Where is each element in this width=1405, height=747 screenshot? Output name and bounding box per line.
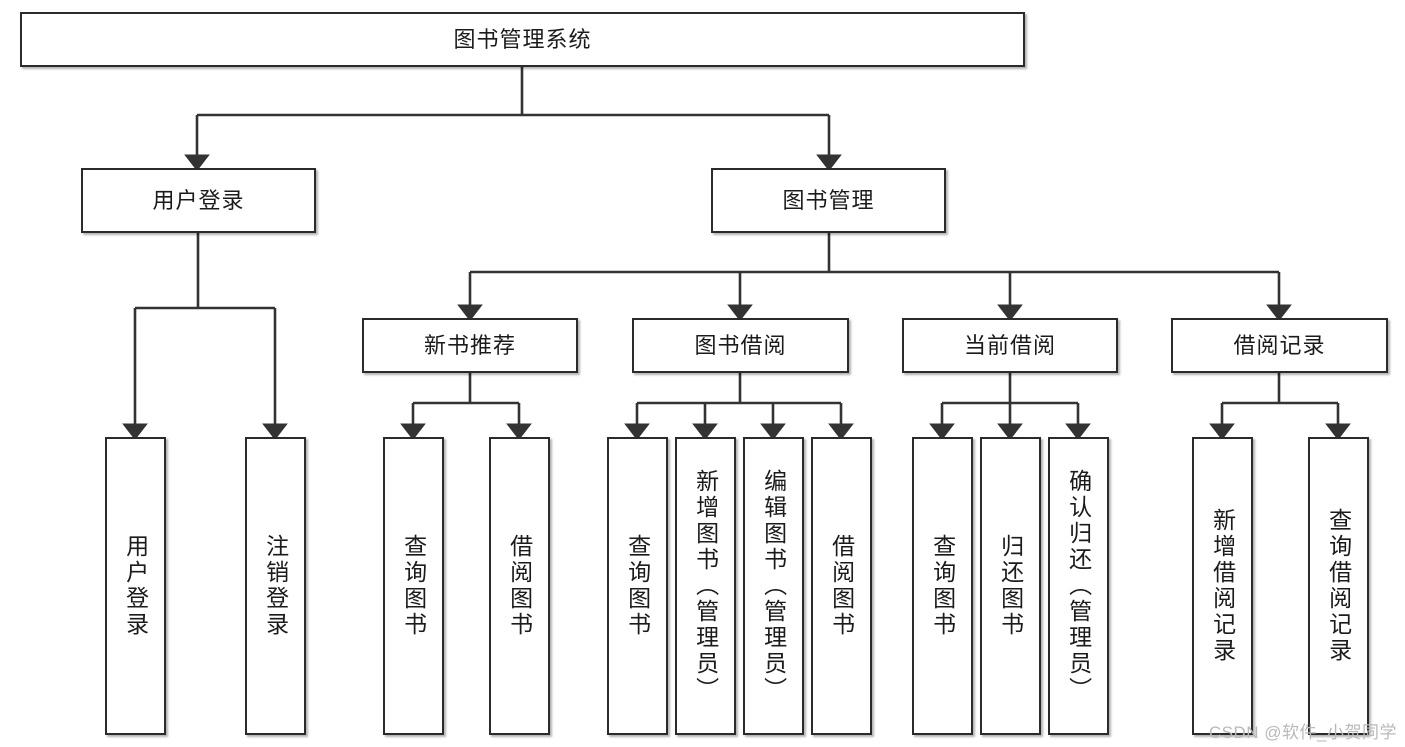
node-leaf-borrow-book-1[interactable]: 借阅图书 xyxy=(489,437,550,735)
node-leaf-confirm-return-admin-label: 确认归还（管理员） xyxy=(1065,469,1092,703)
node-leaf-add-borrow-record-label: 新增借阅记录 xyxy=(1209,508,1236,664)
node-leaf-logout-login[interactable]: 注销登录 xyxy=(245,437,306,735)
node-leaf-query-book-3-label: 查询图书 xyxy=(929,534,956,638)
node-leaf-return-book-label: 归还图书 xyxy=(997,534,1024,638)
node-leaf-add-book-admin[interactable]: 新增图书（管理员） xyxy=(675,437,736,735)
node-book-management[interactable]: 图书管理 xyxy=(711,168,946,233)
node-leaf-add-book-admin-label: 新增图书（管理员） xyxy=(692,469,719,703)
node-leaf-query-borrow-record-label: 查询借阅记录 xyxy=(1325,508,1352,664)
node-book-borrow[interactable]: 图书借阅 xyxy=(632,318,849,373)
node-book-borrow-label: 图书借阅 xyxy=(694,332,787,358)
node-root-label: 图书管理系统 xyxy=(453,26,592,52)
node-leaf-query-book-2[interactable]: 查询图书 xyxy=(607,437,668,735)
node-leaf-edit-book-admin[interactable]: 编辑图书（管理员） xyxy=(743,437,804,735)
node-leaf-borrow-book-1-label: 借阅图书 xyxy=(506,534,533,638)
node-leaf-query-book-3[interactable]: 查询图书 xyxy=(912,437,973,735)
node-root[interactable]: 图书管理系统 xyxy=(20,12,1025,67)
node-leaf-borrow-book-2[interactable]: 借阅图书 xyxy=(811,437,872,735)
node-leaf-query-book-1[interactable]: 查询图书 xyxy=(383,437,444,735)
node-new-book-recommend-label: 新书推荐 xyxy=(423,332,516,358)
node-leaf-edit-book-admin-label: 编辑图书（管理员） xyxy=(760,469,787,703)
node-user-login-label: 用户登录 xyxy=(152,187,245,213)
node-leaf-user-login-label: 用户登录 xyxy=(122,534,149,638)
node-leaf-return-book[interactable]: 归还图书 xyxy=(980,437,1041,735)
node-user-login[interactable]: 用户登录 xyxy=(81,168,316,233)
node-book-management-label: 图书管理 xyxy=(782,187,875,213)
node-leaf-query-book-1-label: 查询图书 xyxy=(400,534,427,638)
node-leaf-query-borrow-record[interactable]: 查询借阅记录 xyxy=(1308,437,1369,735)
node-leaf-query-book-2-label: 查询图书 xyxy=(624,534,651,638)
node-borrow-record[interactable]: 借阅记录 xyxy=(1171,318,1388,373)
node-current-borrow[interactable]: 当前借阅 xyxy=(902,318,1118,373)
node-leaf-confirm-return-admin[interactable]: 确认归还（管理员） xyxy=(1048,437,1109,735)
node-leaf-borrow-book-2-label: 借阅图书 xyxy=(828,534,855,638)
node-borrow-record-label: 借阅记录 xyxy=(1233,332,1326,358)
node-leaf-logout-login-label: 注销登录 xyxy=(262,534,289,638)
node-leaf-user-login[interactable]: 用户登录 xyxy=(105,437,166,735)
node-leaf-add-borrow-record[interactable]: 新增借阅记录 xyxy=(1192,437,1253,735)
node-new-book-recommend[interactable]: 新书推荐 xyxy=(362,318,578,373)
node-current-borrow-label: 当前借阅 xyxy=(963,332,1056,358)
